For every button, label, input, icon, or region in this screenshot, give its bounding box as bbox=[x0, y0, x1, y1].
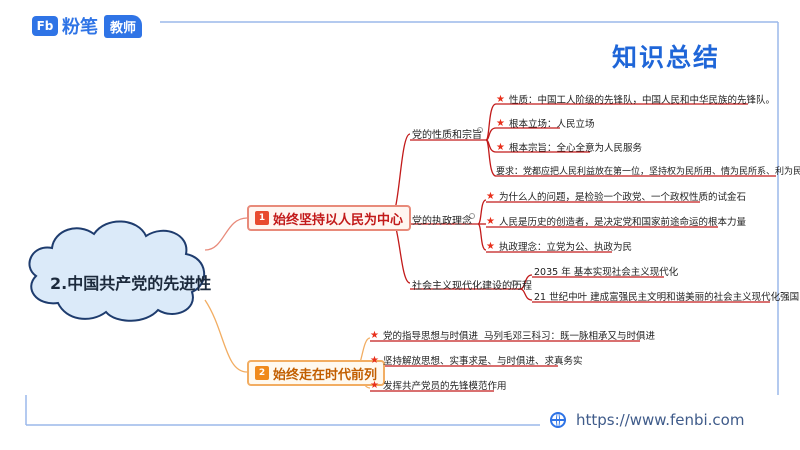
root-node-label: 2.中国共产党的先进性 bbox=[50, 274, 212, 293]
leaf-text: 2035 年 基本实现社会主义现代化 bbox=[534, 267, 679, 278]
sub-governing-concept: 党的执政理念 bbox=[412, 216, 472, 227]
leaf-text: 坚持解放思想、实事求是、与时俱进、求真务实 bbox=[382, 356, 583, 367]
leaf-text: 发挥共产党员的先锋模范作用 bbox=[382, 381, 507, 392]
website-url: https://www.fenbi.com bbox=[576, 411, 745, 429]
leaf-item: ★ 根本宗旨：全心全意为人民服务 bbox=[496, 140, 642, 155]
leaf-item: ★ 执政理念：立党为公、执政为民 bbox=[486, 239, 632, 254]
branch-people-centered: 1 始终坚持以人民为中心 bbox=[247, 205, 412, 231]
leaf-text: 要求：党都应把人民利益放在第一位，坚持权为民所用、情为民所系、利为民所谋 bbox=[496, 167, 800, 177]
star-icon: ★ bbox=[370, 379, 379, 391]
branch-times-forefront: 2 始终走在时代前列 bbox=[247, 360, 386, 386]
number-two-icon: 2 bbox=[255, 366, 269, 380]
logo-mark: Fb bbox=[32, 16, 58, 36]
leaf-text: 马列毛邓三科习：既一脉相承又与时俱进 bbox=[484, 331, 656, 342]
leaf-text: 21 世纪中叶 建成富强民主文明和谐美丽的社会主义现代化强国 bbox=[534, 292, 800, 303]
leaf-text: 党的指导思想与时俱进 bbox=[382, 331, 478, 342]
branch-label: 始终走在时代前列 bbox=[273, 367, 378, 383]
leaf-item: 要求：党都应把人民利益放在第一位，坚持权为民所用、情为民所系、利为民所谋 bbox=[496, 164, 800, 177]
leaf-item: ★ 坚持解放思想、实事求是、与时俱进、求真务实 bbox=[370, 353, 583, 368]
leaf-text: 根本宗旨：全心全意为人民服务 bbox=[508, 143, 642, 154]
star-icon: ★ bbox=[486, 215, 495, 227]
star-icon: ★ bbox=[496, 141, 505, 153]
sub-modernization-history: 社会主义现代化建设的历程 bbox=[412, 281, 532, 292]
leaf-text: 人民是历史的创造者，是决定党和国家前途命运的根本力量 bbox=[498, 217, 746, 228]
number-one-icon: 1 bbox=[255, 211, 269, 225]
star-icon: ★ bbox=[496, 93, 505, 105]
leaf-item: 马列毛邓三科习：既一脉相承又与时俱进 bbox=[484, 328, 655, 342]
star-icon: ★ bbox=[370, 329, 379, 341]
leaf-item: ★ 性质：中国工人阶级的先锋队，中国人民和中华民族的先锋队。 bbox=[496, 92, 775, 107]
root-cloud-shape bbox=[28, 220, 206, 322]
leaf-text: 为什么人的问题，是检验一个政党、一个政权性质的试金石 bbox=[498, 192, 746, 203]
leaf-item: ★ 党的指导思想与时俱进 bbox=[370, 328, 478, 343]
star-icon: ★ bbox=[486, 240, 495, 252]
leaf-item: ★ 人民是历史的创造者，是决定党和国家前途命运的根本力量 bbox=[486, 214, 746, 229]
leaf-text: 根本立场：人民立场 bbox=[508, 119, 595, 130]
star-icon: ★ bbox=[370, 354, 379, 366]
leaf-text: 性质：中国工人阶级的先锋队，中国人民和中华民族的先锋队。 bbox=[508, 95, 775, 106]
branch-label: 始终坚持以人民为中心 bbox=[273, 212, 404, 228]
logo-badge: 教师 bbox=[104, 14, 143, 38]
logo-text: 粉笔 bbox=[62, 17, 98, 38]
page-title: 知识总结 bbox=[611, 43, 720, 72]
fenbi-logo: Fb 粉笔 教师 bbox=[32, 14, 143, 38]
star-icon: ★ bbox=[486, 190, 495, 202]
leaf-item: 2035 年 基本实现社会主义现代化 bbox=[534, 264, 678, 278]
website-link[interactable]: https://www.fenbi.com bbox=[550, 411, 744, 429]
leaf-item: 21 世纪中叶 建成富强民主文明和谐美丽的社会主义现代化强国 bbox=[534, 289, 799, 303]
globe-icon bbox=[550, 412, 566, 428]
leaf-item: ★ 根本立场：人民立场 bbox=[496, 116, 595, 131]
leaf-item: ★ 发挥共产党员的先锋模范作用 bbox=[370, 378, 507, 393]
star-icon: ★ bbox=[496, 117, 505, 129]
leaf-text: 执政理念：立党为公、执政为民 bbox=[498, 242, 632, 253]
sub-nature-purpose: 党的性质和宗旨 bbox=[412, 130, 482, 141]
leaf-item: ★ 为什么人的问题，是检验一个政党、一个政权性质的试金石 bbox=[486, 189, 746, 204]
